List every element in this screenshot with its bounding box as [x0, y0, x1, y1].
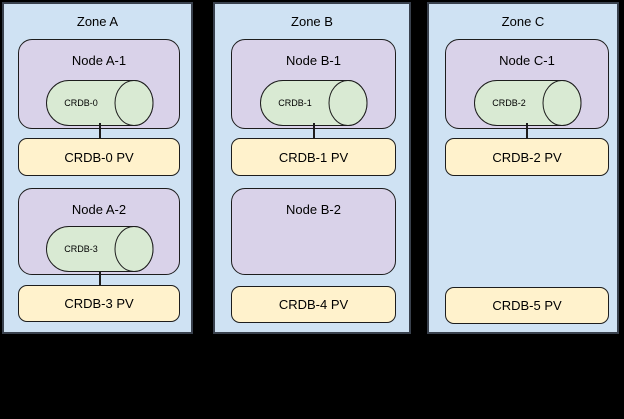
- pv-crdb-3: CRDB-3 PV: [18, 285, 180, 322]
- node-a-2-label: Node A-2: [71, 202, 127, 217]
- pv-crdb-0: CRDB-0 PV: [18, 138, 180, 176]
- cylinder-crdb-2: CRDB-2: [474, 80, 582, 126]
- node-c-1: Node C-1 CRDB-2: [445, 39, 609, 129]
- node-b-2-label: Node B-2: [286, 202, 341, 217]
- cylinder-crdb-0-label: CRDB-0: [64, 98, 98, 108]
- node-a-1: Node A-1 CRDB-0: [18, 39, 180, 129]
- zone-c: Zone C Node C-1 CRDB-2 CRDB-2 PV CRDB-5 …: [427, 2, 619, 334]
- pv-crdb-5: CRDB-5 PV: [445, 287, 609, 324]
- connector-crdb-3-to-pv: [99, 271, 101, 285]
- pv-crdb-4: CRDB-4 PV: [231, 286, 396, 323]
- pv-crdb-3-label: CRDB-3 PV: [64, 296, 134, 311]
- database-cylinder-icon: [260, 80, 368, 126]
- zone-c-label: Zone C: [501, 14, 545, 29]
- pv-crdb-1-label: CRDB-1 PV: [278, 149, 349, 165]
- pv-crdb-2: CRDB-2 PV: [445, 138, 609, 176]
- node-b-1-label: Node B-1: [286, 53, 341, 68]
- cylinder-crdb-2-label: CRDB-2: [492, 98, 526, 108]
- cylinder-crdb-0: CRDB-0: [46, 80, 154, 126]
- zone-b-label: Zone B: [291, 14, 333, 29]
- database-cylinder-icon: [474, 80, 582, 126]
- pv-crdb-4-label: CRDB-4 PV: [278, 297, 349, 312]
- zone-b: Zone B Node B-1 CRDB-1 CRDB-1 PV Node B-…: [213, 2, 411, 334]
- node-b-2: Node B-2: [231, 188, 396, 275]
- database-cylinder-icon: [46, 226, 154, 272]
- pv-crdb-2-label: CRDB-2 PV: [492, 149, 562, 165]
- cylinder-crdb-3-label: CRDB-3: [64, 244, 98, 254]
- pv-crdb-1: CRDB-1 PV: [231, 138, 396, 176]
- zone-a-label: Zone A: [76, 14, 119, 29]
- zone-a: Zone A Node A-1 CRDB-0 CRDB-0 PV Node A-…: [2, 2, 193, 334]
- node-a-1-label: Node A-1: [71, 53, 127, 68]
- cylinder-crdb-1: CRDB-1: [260, 80, 368, 126]
- node-c-1-label: Node C-1: [499, 53, 555, 68]
- cylinder-crdb-3: CRDB-3: [46, 226, 154, 272]
- connector-crdb-2-to-pv: [526, 123, 528, 138]
- node-a-2: Node A-2 CRDB-3: [18, 188, 180, 275]
- cylinder-crdb-1-label: CRDB-1: [278, 98, 312, 108]
- database-cylinder-icon: [46, 80, 154, 126]
- connector-crdb-0-to-pv: [99, 123, 101, 138]
- node-b-1: Node B-1 CRDB-1: [231, 39, 396, 129]
- connector-crdb-1-to-pv: [313, 123, 315, 138]
- pv-crdb-5-label: CRDB-5 PV: [492, 298, 562, 313]
- pv-crdb-0-label: CRDB-0 PV: [64, 149, 134, 165]
